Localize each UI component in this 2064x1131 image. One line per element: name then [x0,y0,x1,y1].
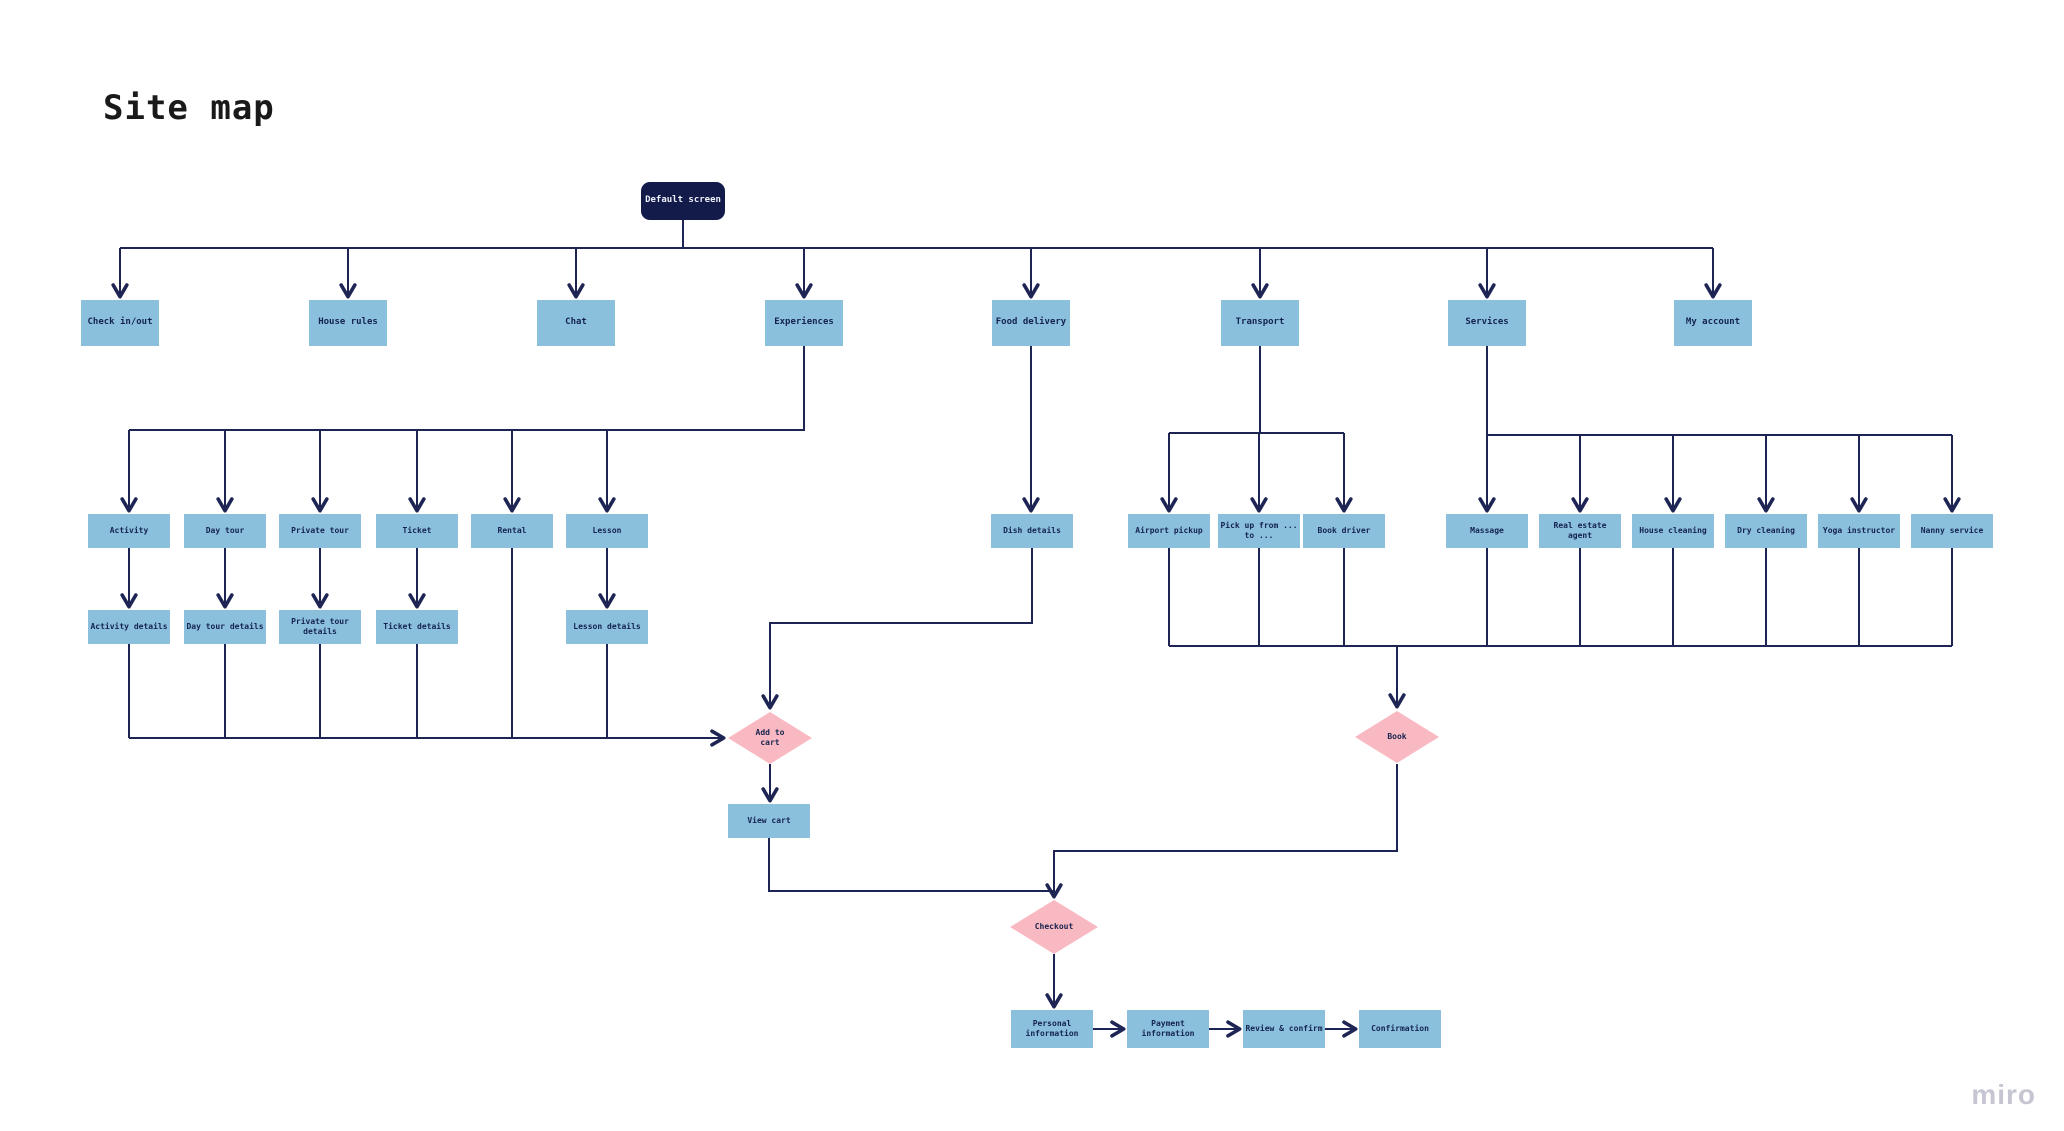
node-experiences-label: Experiences [774,317,834,328]
node-activity-details-label: Activity details [90,621,168,631]
node-my-account-label: My account [1685,317,1741,328]
node-check-in-out[interactable]: Check in/out [81,300,159,346]
node-dish-details[interactable]: Dish details [991,514,1073,548]
node-chat-label: Chat [565,317,587,328]
node-services-label: Services [1465,317,1509,328]
node-book-driver-label: Book driver [1317,525,1371,535]
node-default-screen-label: Default screen [645,195,721,206]
node-day-tour-details-label: Day tour details [186,621,264,631]
node-activity-label: Activity [109,525,149,535]
node-dish-details-label: Dish details [1003,525,1061,535]
node-yoga-instructor[interactable]: Yoga instructor [1818,514,1900,548]
node-confirmation-label: Confirmation [1371,1023,1429,1033]
node-day-tour-label: Day tour [205,525,245,535]
node-default-screen[interactable]: Default screen [641,182,725,220]
node-massage-label: Massage [1470,525,1504,535]
node-personal-information[interactable]: Personal information [1011,1010,1093,1048]
node-day-tour-details[interactable]: Day tour details [184,610,266,644]
node-private-tour-details-label: Private tour details [291,616,349,636]
node-chat[interactable]: Chat [537,300,615,346]
node-private-tour-details[interactable]: Private tour details [279,610,361,644]
miro-logo: miro [1971,1079,2036,1110]
node-yoga-instructor-label: Yoga instructor [1822,525,1896,535]
node-activity-details[interactable]: Activity details [88,610,170,644]
node-airport-pickup[interactable]: Airport pickup [1128,514,1210,548]
node-day-tour[interactable]: Day tour [184,514,266,548]
node-payment-information-label: Payment information [1141,1018,1195,1038]
node-add-to-cart-label: Add to cart [755,727,785,747]
node-house-cleaning[interactable]: House cleaning [1632,514,1714,548]
node-payment-information[interactable]: Payment information [1127,1010,1209,1048]
node-house-cleaning-label: House cleaning [1639,525,1707,535]
node-rental[interactable]: Rental [471,514,553,548]
node-private-tour-label: Private tour [291,525,349,535]
node-my-account[interactable]: My account [1674,300,1752,346]
node-pick-up-from-to-label: Pick up from ... to ... [1220,520,1298,540]
node-view-cart[interactable]: View cart [728,804,810,838]
node-transport-label: Transport [1235,317,1285,328]
node-ticket-label: Ticket [402,525,432,535]
node-ticket-details-label: Ticket details [383,621,451,631]
node-experiences[interactable]: Experiences [765,300,843,346]
node-activity[interactable]: Activity [88,514,170,548]
node-transport[interactable]: Transport [1221,300,1299,346]
node-review-confirm-label: Review & confirm [1245,1023,1323,1033]
node-food-delivery[interactable]: Food delivery [992,300,1070,346]
node-real-estate-agent[interactable]: Real estate agent [1539,514,1621,548]
node-massage[interactable]: Massage [1446,514,1528,548]
node-house-rules[interactable]: House rules [309,300,387,346]
node-lesson-details-label: Lesson details [573,621,641,631]
node-services[interactable]: Services [1448,300,1526,346]
node-real-estate-agent-label: Real estate agent [1553,520,1607,540]
node-pick-up-from-to[interactable]: Pick up from ... to ... [1218,514,1300,548]
node-ticket[interactable]: Ticket [376,514,458,548]
node-nanny-service[interactable]: Nanny service [1911,514,1993,548]
node-nanny-service-label: Nanny service [1920,525,1984,535]
node-checkout-label: Checkout [1034,921,1074,931]
node-dry-cleaning[interactable]: Dry cleaning [1725,514,1807,548]
node-airport-pickup-label: Airport pickup [1135,525,1203,535]
node-rental-label: Rental [497,525,527,535]
node-confirmation[interactable]: Confirmation [1359,1010,1441,1048]
node-check-in-out-label: Check in/out [87,317,153,328]
node-view-cart-label: View cart [747,815,791,825]
node-house-rules-label: House rules [318,317,378,328]
node-lesson-label: Lesson [592,525,622,535]
node-dry-cleaning-label: Dry cleaning [1737,525,1795,535]
page-title[interactable]: Site map [103,88,275,128]
node-lesson[interactable]: Lesson [566,514,648,548]
node-personal-information-label: Personal information [1025,1018,1079,1038]
node-ticket-details[interactable]: Ticket details [376,610,458,644]
node-book-label: Book [1387,731,1407,741]
node-book-driver[interactable]: Book driver [1303,514,1385,548]
node-review-confirm[interactable]: Review & confirm [1243,1010,1325,1048]
node-food-delivery-label: Food delivery [995,317,1067,328]
node-lesson-details[interactable]: Lesson details [566,610,648,644]
node-private-tour[interactable]: Private tour [279,514,361,548]
